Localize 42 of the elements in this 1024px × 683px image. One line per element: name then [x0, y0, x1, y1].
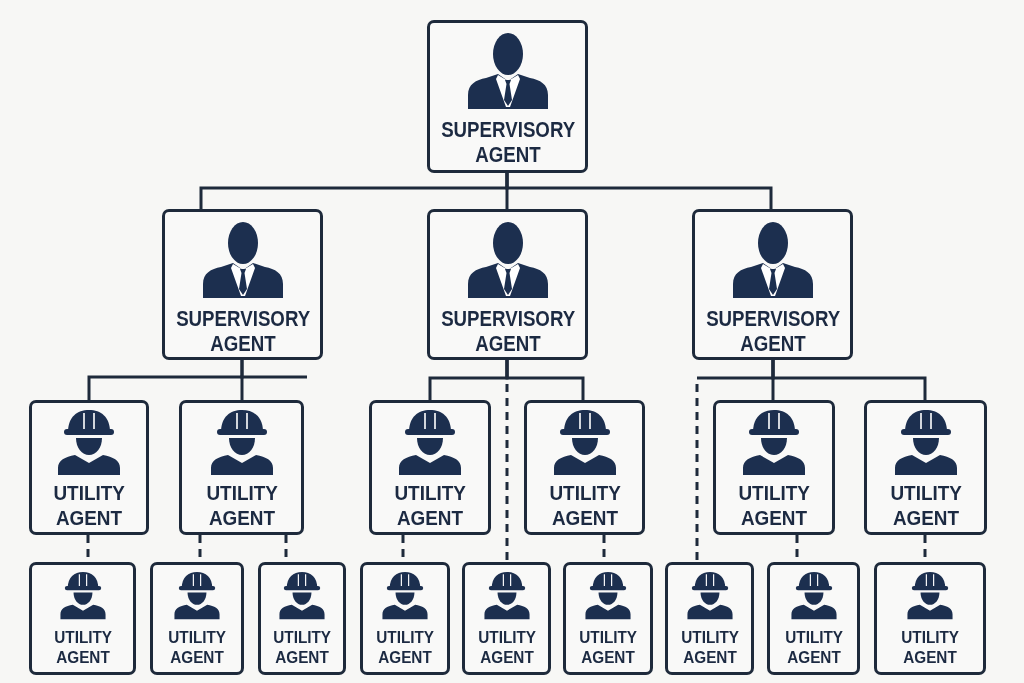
agent-card	[692, 209, 853, 360]
node-label: UTILITY AGENT	[889, 480, 962, 530]
node-label: UTILITY AGENT	[738, 480, 810, 530]
node-label: UTILITY AGENT	[168, 628, 226, 668]
node-label: UTILITY AGENT	[273, 628, 331, 668]
agent-card	[162, 209, 323, 360]
agent-card	[563, 562, 653, 675]
node-label: UTILITY AGENT	[680, 628, 739, 668]
agent-card	[427, 209, 588, 360]
node-label: UTILITY AGENT	[901, 628, 959, 668]
node-label: UTILITY AGENT	[205, 480, 278, 530]
dashed-connector	[505, 360, 509, 562]
agent-card	[874, 562, 986, 675]
node-label: SUPERVISORY AGENT	[705, 306, 840, 356]
agent-card	[767, 562, 860, 675]
agent-card	[713, 400, 835, 535]
node-label: UTILITY AGENT	[579, 628, 637, 668]
connector-line	[771, 360, 927, 400]
connector-line	[505, 173, 773, 209]
node-label: UTILITY AGENT	[784, 628, 843, 668]
agent-card	[360, 562, 450, 675]
node-label: UTILITY AGENT	[394, 480, 466, 530]
agent-card	[462, 562, 551, 675]
node-label: SUPERVISORY AGENT	[440, 117, 575, 167]
node-label: SUPERVISORY AGENT	[175, 306, 310, 356]
agent-card	[864, 400, 987, 535]
agent-card	[524, 400, 645, 535]
agent-card	[29, 400, 149, 535]
node-label: SUPERVISORY AGENT	[440, 306, 575, 356]
agent-card	[665, 562, 754, 675]
agent-card	[150, 562, 244, 675]
agent-card	[258, 562, 346, 675]
agent-card	[427, 20, 588, 173]
node-label: UTILITY AGENT	[477, 628, 536, 668]
node-label: UTILITY AGENT	[548, 480, 621, 530]
connector-line	[240, 360, 244, 400]
node-label: UTILITY AGENT	[53, 480, 125, 530]
agent-card	[29, 562, 136, 675]
agent-card	[369, 400, 491, 535]
node-label: UTILITY AGENT	[53, 628, 112, 668]
node-label: UTILITY AGENT	[376, 628, 434, 668]
agent-card	[179, 400, 304, 535]
